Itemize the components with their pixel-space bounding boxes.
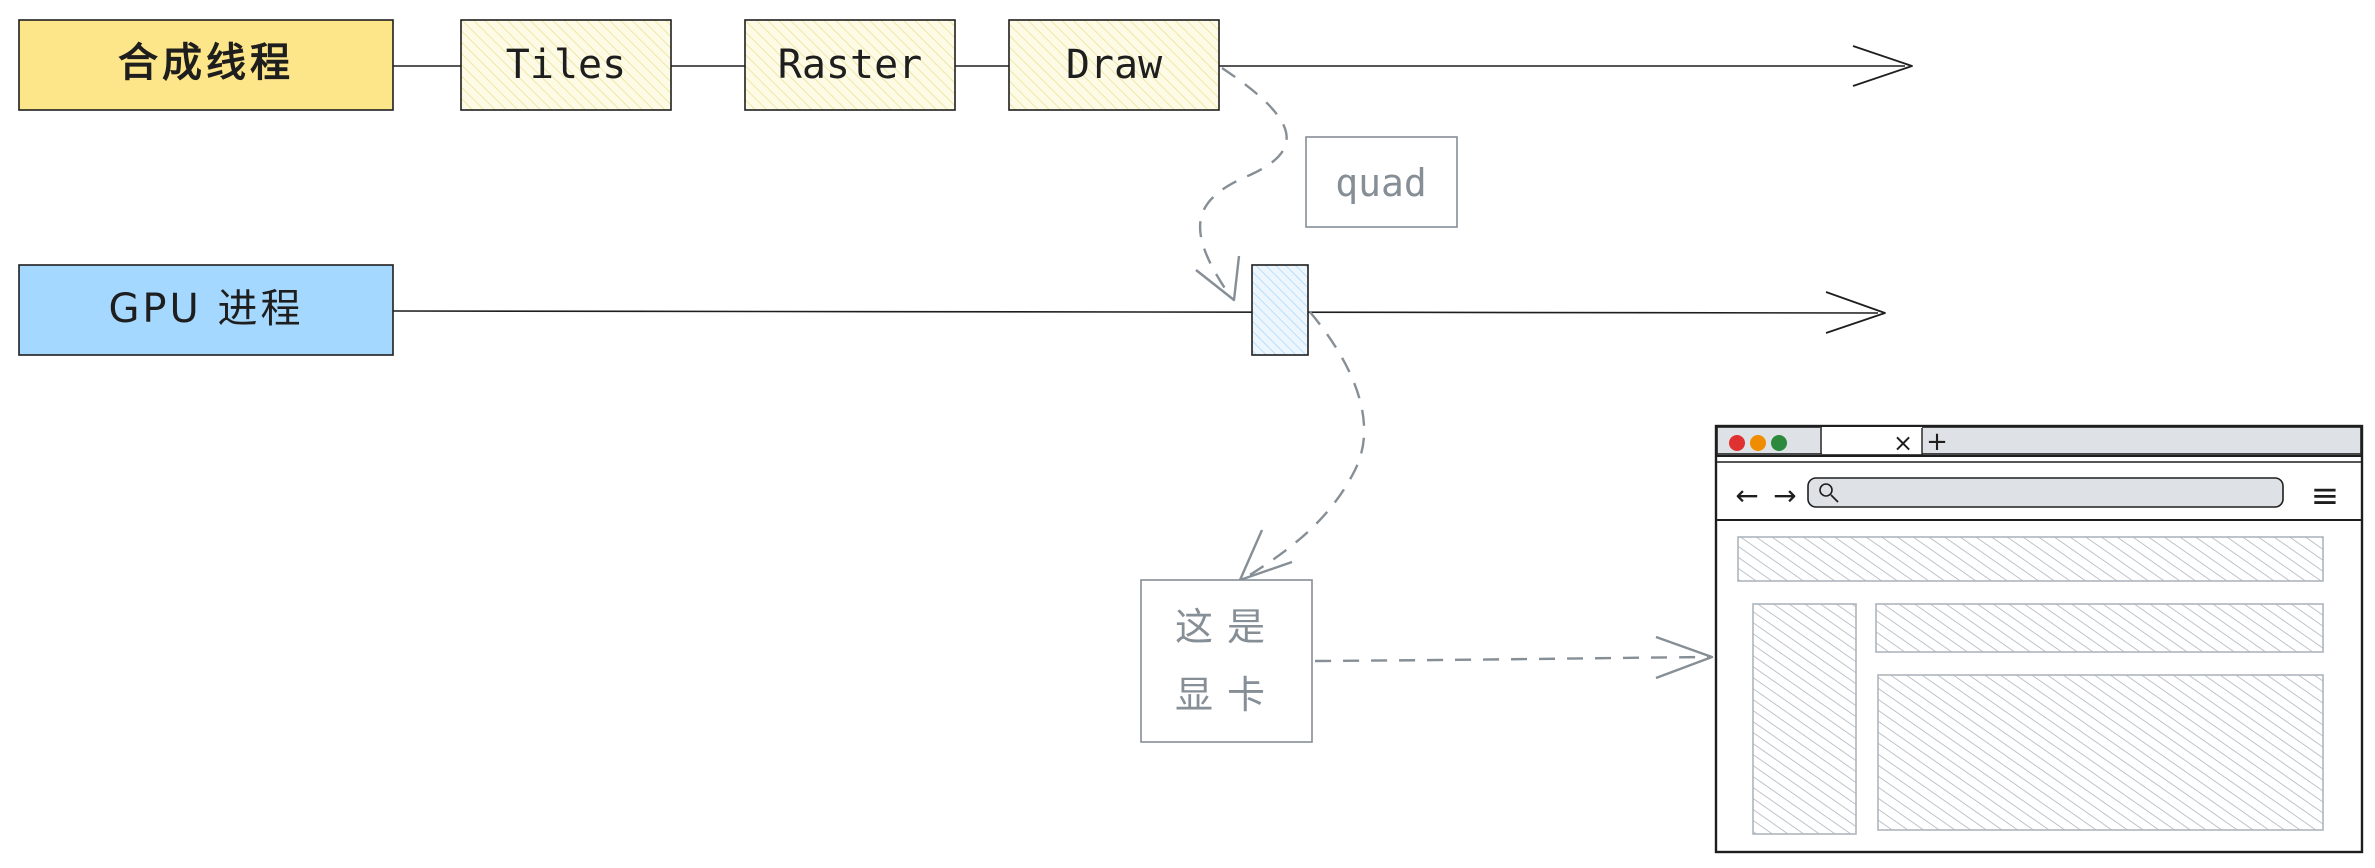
stage-raster: Raster (744, 19, 956, 111)
content-subheader-placeholder (1875, 603, 2324, 653)
gpu-arrowhead (1825, 291, 1886, 334)
quad-box: quad (1305, 136, 1458, 228)
card-to-browser-dashed-arrow (1314, 655, 1709, 663)
content-main-placeholder (1877, 674, 2324, 831)
gpu-process-label: GPU 进程 (108, 286, 303, 332)
gpu-quad-marker (1251, 264, 1309, 356)
quad-label: quad (1335, 161, 1427, 205)
window-minimize-dot (1750, 435, 1766, 451)
forward-arrow-icon: → (1773, 479, 1796, 512)
back-arrow-icon: ← (1735, 479, 1758, 512)
browser-active-tab (1822, 427, 1922, 454)
hamburger-menu-icon: ≡ (2311, 476, 2340, 516)
gpu-process-box: GPU 进程 (18, 264, 394, 356)
browser-tab-strip (1716, 426, 2362, 455)
address-bar (1807, 477, 2284, 508)
stage-draw-label: Draw (1066, 42, 1163, 88)
composite-arrowhead (1852, 45, 1913, 87)
browser-wireframe: × + ← → ≡ (1714, 424, 2364, 854)
tab-close-icon: × (1893, 429, 1913, 457)
draw-to-gpu-dashed-arrow (1198, 67, 1288, 297)
graphics-card-box: 这是 显卡 (1140, 579, 1313, 743)
stage-tiles: Tiles (460, 19, 672, 111)
new-tab-icon: + (1926, 427, 1948, 457)
content-header-placeholder (1737, 536, 2324, 582)
composite-thread-label: 合成线程 (118, 40, 294, 86)
graphics-card-line1: 这是 (1175, 605, 1279, 649)
gpu-timeline (392, 310, 1879, 314)
content-sidebar-placeholder (1752, 603, 1857, 835)
stage-draw: Draw (1008, 19, 1220, 111)
search-icon (1819, 483, 1839, 503)
composite-thread-box: 合成线程 (18, 19, 394, 111)
draw-to-gpu-arrowhead (1195, 255, 1241, 302)
card-to-browser-arrowhead (1655, 635, 1714, 680)
gpu-to-card-dashed-arrow (1244, 311, 1366, 580)
window-close-dot (1729, 435, 1745, 451)
stage-raster-label: Raster (778, 42, 923, 88)
gpu-to-card-arrowhead (1238, 529, 1293, 582)
graphics-card-line2: 显卡 (1175, 673, 1279, 717)
stage-tiles-label: Tiles (506, 42, 626, 88)
window-maximize-dot (1771, 435, 1787, 451)
